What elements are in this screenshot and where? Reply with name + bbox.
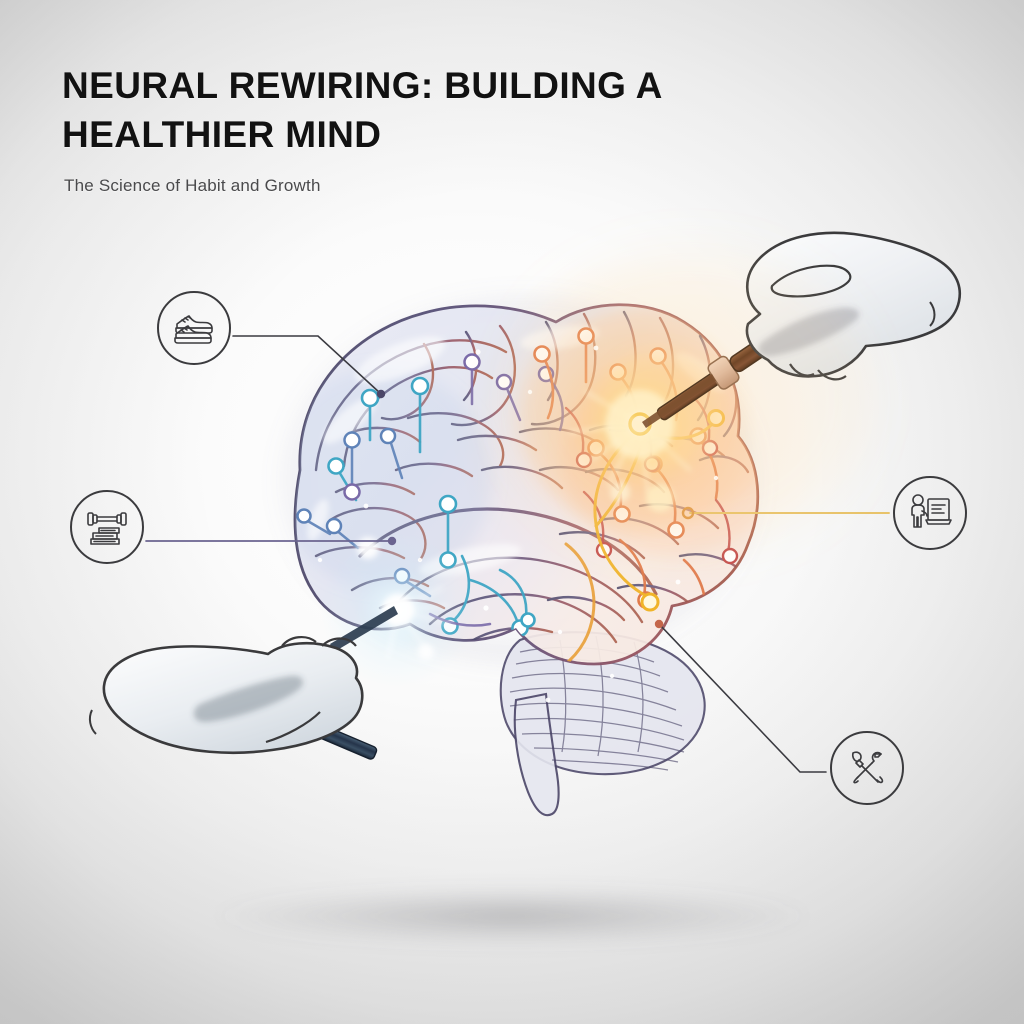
- running-shoes-icon: [172, 310, 216, 346]
- page-subtitle: The Science of Habit and Growth: [64, 175, 321, 195]
- hand-lower-crease: [265, 711, 321, 744]
- hand-lower-fingers: [281, 636, 357, 647]
- icon-badge-craft[interactable]: [830, 731, 904, 805]
- cerebellum-striations: [509, 635, 685, 771]
- hand-lower-shadow: [193, 675, 304, 723]
- icon-badge-learning[interactable]: [893, 476, 967, 550]
- lower-left-tool-and-hand: [88, 606, 398, 760]
- connector-craft: [659, 624, 827, 773]
- connector-craft-endpoint: [654, 619, 664, 629]
- brainstem: [513, 692, 560, 817]
- connector-fitness-endpoint: [387, 536, 397, 546]
- presenter-board-icon: [908, 493, 952, 533]
- connector-shoes-endpoint: [376, 389, 386, 399]
- icon-badge-fitness[interactable]: [70, 490, 144, 564]
- page-title: NEURAL REWIRING: BUILDING A HEALTHIER MI…: [62, 65, 663, 155]
- paintbrush-wrench-icon: [846, 747, 888, 789]
- connector-shoes: [232, 335, 381, 394]
- dumbbell-books-icon: [85, 507, 129, 547]
- cool-glow: [320, 532, 476, 688]
- hand-lower-thumbcrease: [88, 709, 97, 735]
- hand-upper-crease: [929, 301, 936, 327]
- icon-badge-shoes[interactable]: [157, 291, 231, 365]
- header-block: NEURAL REWIRING: BUILDING A HEALTHIER MI…: [62, 62, 762, 196]
- ambient-warm-bloom: [510, 250, 870, 550]
- ground-shadow: [212, 886, 812, 946]
